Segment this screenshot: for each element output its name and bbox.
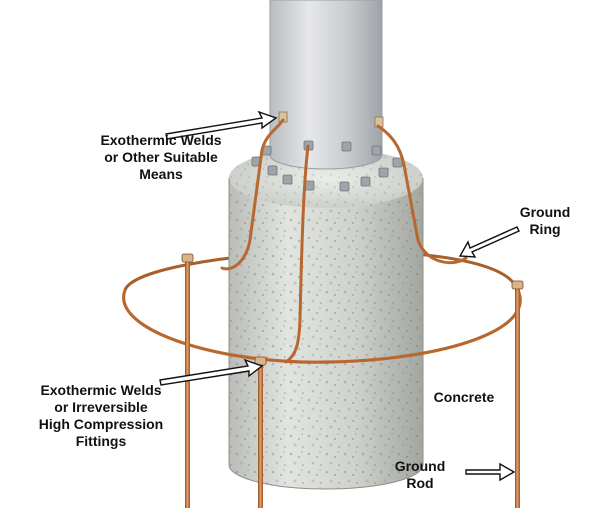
label-ground-ring: Ground Ring	[519, 204, 571, 237]
callout-arrows	[159, 110, 520, 482]
exothermic-weld-ring	[181, 253, 524, 366]
arrow-ground-ring	[458, 226, 520, 258]
ground-rods	[185, 258, 520, 508]
arrow-bottom-weld	[159, 358, 264, 386]
grounding-conductors	[220, 118, 468, 364]
label-bottom-weld: Exothermic Welds or Irreversible High Co…	[38, 382, 164, 449]
arrow-ground-rod	[465, 462, 516, 482]
pole	[269, 0, 383, 170]
label-ground-rod: Ground Rod	[394, 458, 446, 491]
ground-ring	[122, 284, 522, 364]
anchor-bolts	[251, 140, 403, 192]
concrete-foundation	[228, 148, 424, 490]
label-top-weld: Exothermic Welds or Other Suitable Means	[100, 132, 222, 182]
label-concrete: Concrete	[433, 389, 495, 405]
arrow-top-weld	[165, 110, 278, 140]
